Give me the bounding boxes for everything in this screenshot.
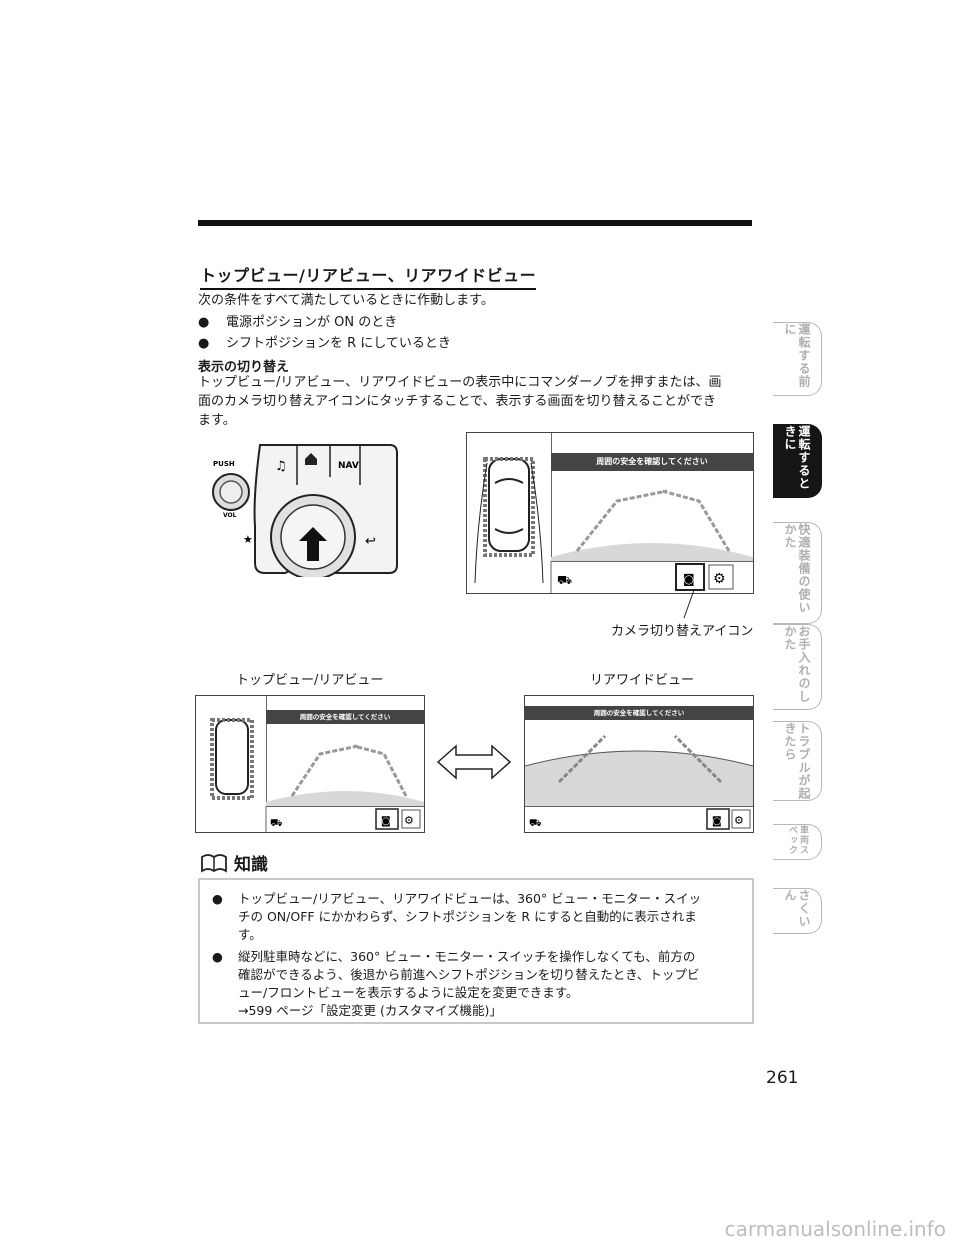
knowledge-link[interactable]: →599 ページ「設定変更 (カスタマイズ機能)」 — [238, 1003, 502, 1018]
side-tab-comfort-features[interactable]: 快適装備の使いかた — [773, 522, 822, 624]
side-tab-specifications[interactable]: 車両スペック — [773, 824, 822, 860]
condition-bullet: ●電源ポジションが ON のとき — [198, 315, 398, 330]
paragraph-line: トップビュー/リアビュー、リアワイドビューの表示中にコマンダーノブを押すまたは、… — [198, 375, 722, 390]
safety-message: 周囲の安全を確認してください — [525, 706, 753, 720]
side-tab-before-driving[interactable]: 運転する前に — [773, 322, 822, 396]
car-icon: ⛟ — [529, 818, 542, 829]
back-icon: ↩ — [365, 534, 376, 549]
settings-gear-icon: ⚙ — [404, 814, 414, 827]
home-icon — [305, 453, 317, 465]
section-heading: トップビュー/リアビュー、リアワイドビュー — [200, 262, 537, 290]
page-number: 261 — [766, 1068, 799, 1088]
rear-wide-view-label: リアワイドビュー — [590, 673, 695, 688]
music-icon: ♫ — [275, 459, 287, 474]
knowledge-box: ● トップビュー/リアビュー、リアワイドビューは、360° ビュー・モニター・ス… — [198, 878, 754, 1024]
car-icon: ⛟ — [557, 573, 572, 587]
safety-message: 周囲の安全を確認してください — [551, 453, 753, 471]
commander-knob-illustration: ♫ NAV PUSH VOL ★ ↩ — [212, 444, 398, 577]
settings-gear-icon: ⚙ — [713, 571, 726, 587]
side-tab-troubleshooting[interactable]: トラブルが起きたら — [773, 721, 822, 801]
switch-double-arrow-icon — [436, 744, 512, 780]
nav-label: NAV — [338, 461, 359, 471]
side-tab-while-driving[interactable]: 運転するときに — [773, 424, 822, 498]
knowledge-line: トップビュー/リアビュー、リアワイドビューは、360° ビュー・モニター・スイッ — [238, 891, 702, 906]
camera-display-top-rear: 周囲の安全を確認してください ◙ ⚙ ⛟ — [466, 432, 754, 594]
callout-line — [683, 589, 695, 619]
knowledge-title: 知識 — [200, 850, 268, 875]
screen-top-rear-view: 周囲の安全を確認してください ◙ ⚙ ⛟ — [195, 695, 425, 833]
top-rear-view-label: トップビュー/リアビュー — [236, 673, 384, 688]
header-rule — [198, 220, 752, 226]
side-tab-index[interactable]: さくいん — [773, 888, 822, 934]
watermark-text: carmanualsonline.info — [724, 1217, 946, 1241]
screen-rear-wide-view: 周囲の安全を確認してください ◙ ⚙ ⛟ — [524, 695, 754, 833]
knowledge-line: 縦列駐車時などに、360° ビュー・モニター・スイッチを操作しなくても、前方の — [238, 949, 696, 964]
knowledge-line: す。 — [238, 927, 262, 942]
safety-message: 周囲の安全を確認してください — [266, 710, 424, 724]
camera-icon-caption: カメラ切り替えアイコン — [611, 624, 754, 639]
subheading: 表示の切り替え — [198, 360, 290, 375]
paragraph-line: 面のカメラ切り替えアイコンにタッチすることで、表示する画面を切り替えることができ — [198, 394, 717, 409]
settings-gear-icon: ⚙ — [734, 814, 744, 827]
knowledge-line: ュー/フロントビューを表示するように設定を変更できます。 — [238, 985, 579, 1000]
camera-view-graphic: ◙ ⚙ ⛟ — [474, 457, 753, 593]
car-icon: ⛟ — [270, 818, 283, 829]
side-tab-maintenance[interactable]: お手入れのしかた — [773, 624, 822, 710]
intro-text: 次の条件をすべて満たしているときに作動します。 — [198, 293, 494, 308]
condition-bullet: ●シフトポジションを R にしているとき — [198, 336, 451, 351]
push-label: PUSH — [213, 460, 235, 468]
knowledge-line: 確認ができるよう、後退から前進へシフトポジションを切り替えたとき、トップビ — [238, 967, 700, 982]
vol-label: VOL — [223, 512, 237, 519]
book-icon — [201, 853, 227, 873]
paragraph-line: ます。 — [198, 413, 236, 428]
camera-switch-icon: ◙ — [712, 816, 722, 827]
star-icon: ★ — [243, 533, 253, 546]
press-arrow-icon — [299, 527, 327, 561]
camera-switch-icon: ◙ — [683, 572, 695, 586]
knowledge-line: チの ON/OFF にかかわらず、シフトポジションを R にすると自動的に表示さ… — [238, 909, 697, 924]
camera-switch-icon: ◙ — [381, 816, 391, 827]
